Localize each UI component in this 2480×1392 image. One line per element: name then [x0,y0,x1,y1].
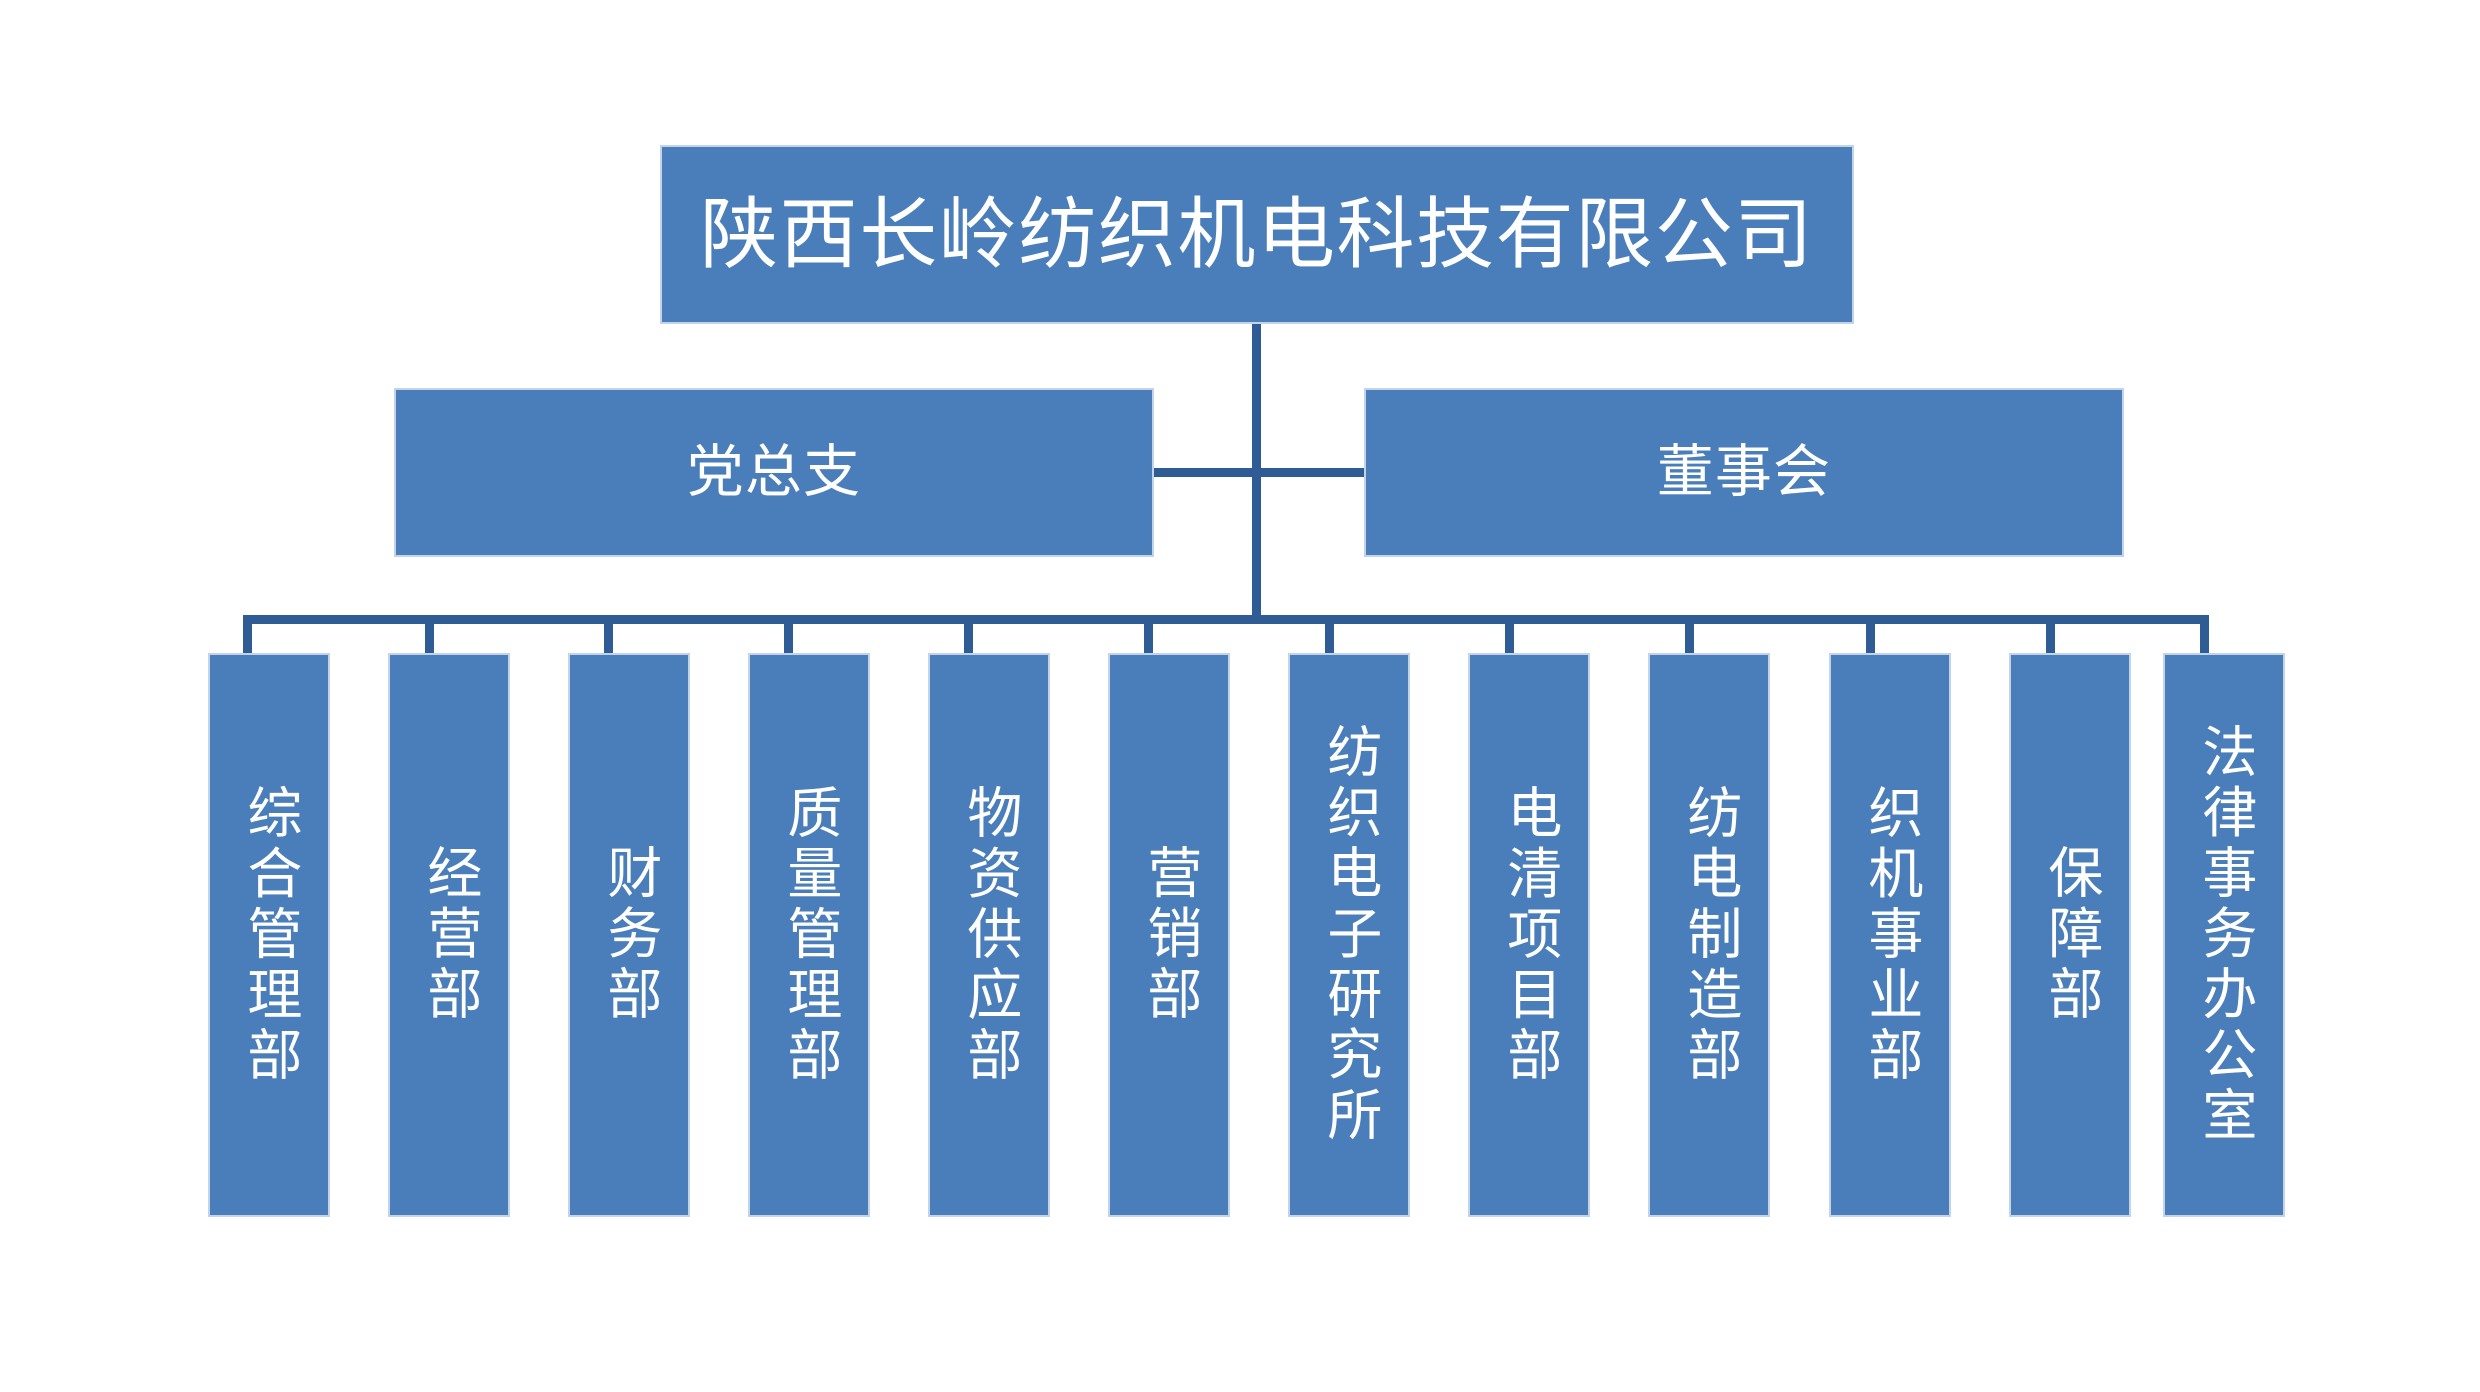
connector-drop-4 [784,615,793,655]
node-department-9[interactable]: 纺电制造部 [1650,655,1768,1215]
node-department-6[interactable]: 营销部 [1110,655,1228,1215]
company-name-label: 陕西长岭纺织机电科技有限公司 [700,190,1814,278]
connector-drop-6 [1144,615,1153,655]
connector-drop-2 [425,615,434,655]
node-department-8[interactable]: 电清项目部 [1470,655,1588,1215]
connector-drop-5 [964,615,973,655]
department-label: 综合管理部 [238,783,300,1087]
connector-drop-11 [2046,615,2055,655]
node-department-4[interactable]: 质量管理部 [750,655,868,1215]
node-department-10[interactable]: 织机事业部 [1831,655,1949,1215]
node-department-12[interactable]: 法律事务办公室 [2165,655,2283,1215]
connector-department-bus [243,615,2209,624]
connector-drop-8 [1505,615,1514,655]
board-of-directors-label: 董事会 [1656,440,1832,504]
node-department-5[interactable]: 物资供应部 [930,655,1048,1215]
connector-drop-1 [243,615,252,655]
department-label: 保障部 [2039,844,2101,1026]
party-general-branch-label: 党总支 [686,440,862,504]
department-label: 财务部 [598,844,660,1026]
department-label: 质量管理部 [778,783,840,1087]
department-label: 经营部 [418,844,480,1026]
department-label: 法律事务办公室 [2193,723,2255,1147]
node-department-7[interactable]: 纺织电子研究所 [1290,655,1408,1215]
node-party-general-branch[interactable]: 党总支 [396,390,1152,555]
node-department-2[interactable]: 经营部 [390,655,508,1215]
connector-drop-3 [604,615,613,655]
node-department-11[interactable]: 保障部 [2011,655,2129,1215]
department-label: 纺织电子研究所 [1318,723,1380,1147]
connector-drop-12 [2200,615,2209,655]
department-label: 纺电制造部 [1678,783,1740,1087]
department-label: 织机事业部 [1859,783,1921,1087]
node-department-3[interactable]: 财务部 [570,655,688,1215]
department-label: 营销部 [1138,844,1200,1026]
node-board-of-directors[interactable]: 董事会 [1366,390,2122,555]
connector-level2-horizontal [1142,468,1372,477]
connector-drop-7 [1325,615,1334,655]
node-company-root[interactable]: 陕西长岭纺织机电科技有限公司 [662,147,1852,322]
department-label: 电清项目部 [1498,783,1560,1087]
connector-drop-10 [1866,615,1875,655]
department-label: 物资供应部 [958,783,1020,1087]
connector-drop-9 [1685,615,1694,655]
node-department-1[interactable]: 综合管理部 [210,655,328,1215]
